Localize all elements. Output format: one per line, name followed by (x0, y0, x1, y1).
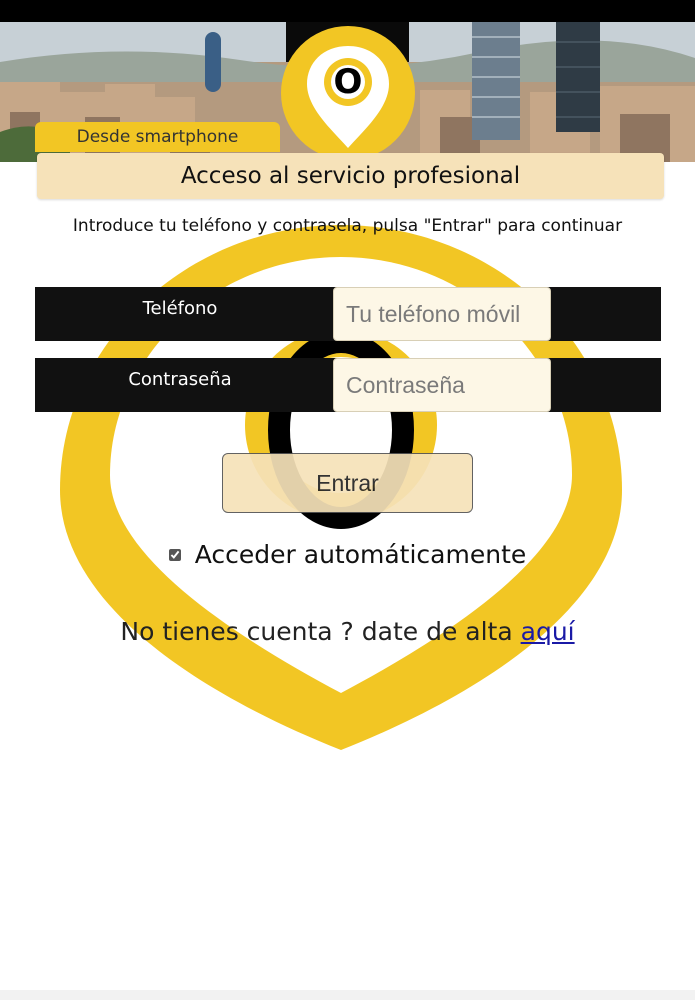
logo-pin-icon: O (281, 26, 415, 160)
signup-prefix: No tienes cuenta ? date de alta (120, 617, 521, 646)
instructions-text: Introduce tu teléfono y contrasela, puls… (72, 216, 623, 236)
phone-input[interactable] (333, 287, 551, 341)
signup-line: No tienes cuenta ? date de alta aquí (0, 617, 695, 646)
enter-button[interactable]: Entrar (222, 453, 473, 513)
logo-letter: O (334, 62, 363, 102)
tab-smartphone[interactable]: Desde smartphone (35, 122, 280, 152)
phone-row: Teléfono (35, 287, 661, 341)
page-title: Acceso al servicio profesional (37, 153, 664, 199)
status-bar (0, 0, 695, 22)
password-input[interactable] (333, 358, 551, 412)
password-label: Contraseña (128, 368, 232, 390)
password-row: Contraseña (35, 358, 661, 412)
bottom-strip (0, 990, 695, 1000)
signup-link[interactable]: aquí (520, 617, 575, 646)
auto-login-checkbox[interactable] (168, 548, 181, 561)
auto-login-label[interactable]: Acceder automáticamente (194, 540, 527, 569)
auto-login-option: Acceder automáticamente (0, 540, 695, 569)
phone-label: Teléfono (142, 297, 218, 319)
